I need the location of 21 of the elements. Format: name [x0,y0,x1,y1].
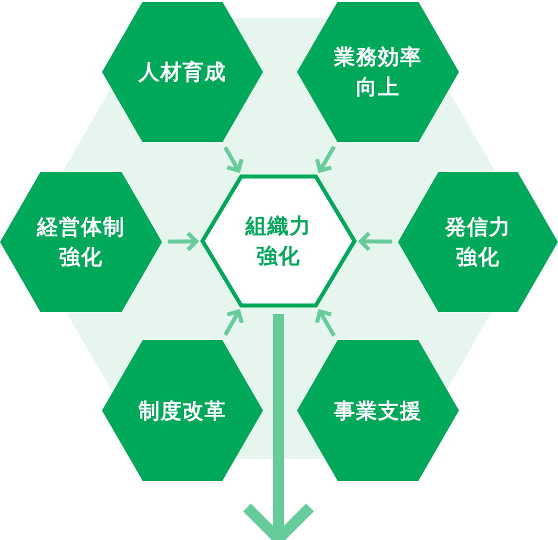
hexagon [297,2,459,142]
node-label: 制度改革 [137,398,228,424]
node-label: 発信力強化 [444,214,512,271]
arrow [224,310,244,336]
node-label: 業務効率向上 [333,44,423,101]
node-label: 事業支援 [333,398,423,424]
arrow [358,231,392,252]
hexagon [297,340,459,481]
node-label: 経営体制強化 [36,214,126,271]
hexagon [398,172,558,312]
arrow [242,314,316,540]
arrow [314,309,336,337]
node-label: 人材育成 [137,59,228,86]
node-label: 組織力強化 [244,213,312,270]
arrow [315,146,336,173]
hexagon [102,2,263,142]
arrow [168,231,198,252]
arrow [223,146,244,172]
hexagon [0,172,162,312]
hexagon [102,340,263,481]
center-hexagon [200,174,357,308]
